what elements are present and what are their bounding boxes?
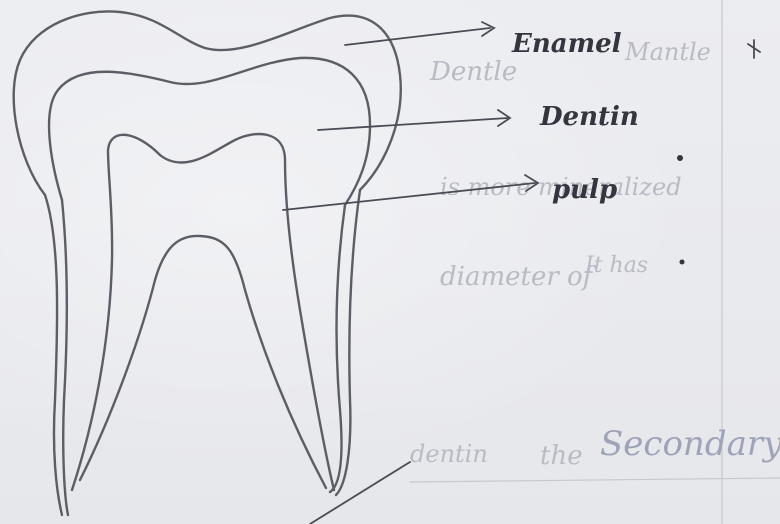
bullet-dot-1 (677, 155, 683, 161)
bleed-text-line-e: dentin (410, 440, 488, 468)
bleed-text-line-c: diameter of (440, 262, 597, 292)
bleed-text-line-b: It has (584, 253, 648, 278)
bleed-text-mirrored-1: Mantle (624, 38, 711, 66)
bleed-text-line-d: Secondary (600, 424, 780, 464)
dentin-root-left (62, 200, 68, 515)
dentin-outline (49, 58, 370, 205)
bleed-text-line-f: the (540, 441, 583, 471)
bleed-text-mirrored-2: Dentle (429, 57, 517, 87)
root-outline-left (45, 195, 62, 515)
enamel-pointer-line (345, 28, 490, 45)
dentin-root-right (330, 205, 345, 492)
pulp-outline (72, 134, 334, 490)
pulp-label: pulp (552, 175, 617, 205)
root-outline-right (336, 190, 360, 495)
bullet-dot-2 (680, 260, 685, 265)
enamel-outline (14, 11, 401, 195)
ruled-line (410, 478, 780, 482)
enamel-label: Enamel (511, 29, 622, 59)
dentin-label: Dentin (539, 102, 639, 132)
stray-pointer-line (310, 462, 410, 524)
dentin-pointer-line (318, 118, 508, 130)
root-canal-left (80, 236, 326, 488)
margin-mark (748, 40, 760, 58)
